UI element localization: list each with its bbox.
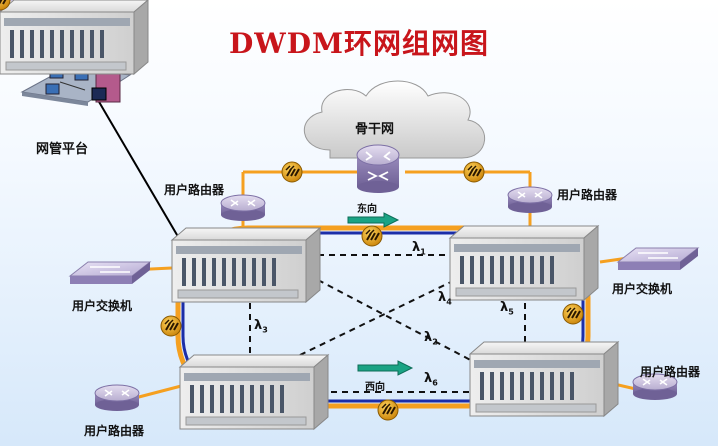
east-label: 东向: [357, 204, 377, 215]
router-top-left-label: 用户路由器: [164, 183, 225, 197]
fiber-node-top-right: [463, 161, 485, 183]
router-bottom-right-label: 用户路由器: [640, 365, 701, 379]
management-link: [94, 94, 181, 241]
management-platform-icon: [20, 67, 132, 106]
dwdm-node-bottom-left: [179, 354, 329, 430]
dwdm-node-icon: [0, 0, 149, 76]
fiber-node-ring-right: [562, 303, 584, 325]
fiber-node-icon: [0, 0, 11, 11]
fiber-node-top-left: [281, 161, 303, 183]
router-top-right-icon: [507, 186, 553, 214]
diagram-title: DWDM环网组网图: [228, 27, 489, 60]
lambda-6: λ6: [424, 371, 438, 388]
router-bottom-left-label: 用户路由器: [84, 424, 145, 438]
lambda-3: λ3: [254, 318, 268, 335]
switch-left-label: 用户交换机: [72, 299, 133, 313]
east-arrow-icon: [347, 212, 400, 228]
switch-right-label: 用户交换机: [612, 282, 673, 296]
west-label: 西向: [365, 382, 385, 393]
backbone-cloud: [304, 80, 485, 159]
lambda-2: λ2: [424, 330, 438, 347]
lambda-1: λ1: [412, 240, 426, 257]
switch-left-icon: [69, 261, 151, 285]
lambda-5: λ5: [500, 300, 514, 317]
lambda-4: λ4: [438, 290, 452, 307]
router-top-right-label: 用户路由器: [557, 188, 618, 202]
router-bottom-left-icon: [94, 384, 140, 412]
backbone-label: 骨干网: [355, 122, 395, 137]
router-top-left-icon: [220, 194, 266, 222]
backbone-router-icon: [356, 144, 400, 193]
dwdm-node-top-left: [171, 227, 321, 303]
dwdm-node-top-right: [449, 225, 599, 301]
fiber-node-ring-top: [361, 225, 383, 247]
wavelength-paths: [249, 254, 526, 393]
fiber-node-ring-bottom: [377, 399, 399, 421]
switch-right-icon: [617, 247, 699, 271]
west-arrow-icon: [357, 360, 414, 376]
fiber-node-ring-left: [160, 315, 182, 337]
management-platform-label: 网管平台: [36, 142, 89, 157]
dwdm-node-bottom-right: [469, 341, 619, 417]
